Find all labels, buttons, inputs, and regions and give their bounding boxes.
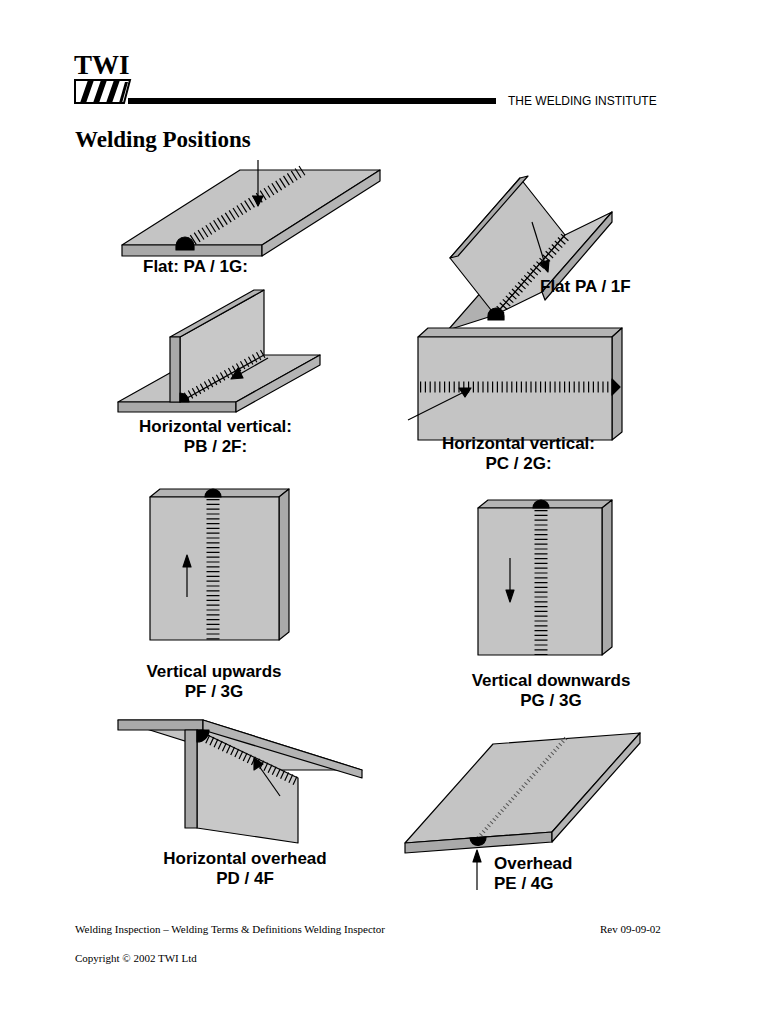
butt-plate-vertical-down-part	[506, 590, 514, 602]
butt-plate-flat-part	[122, 170, 380, 245]
t-joint-horizontal-vertical-part	[231, 368, 243, 379]
t-joint-horizontal-vertical-part	[118, 402, 236, 412]
butt-plate-vertical-up	[150, 489, 289, 640]
butt-plate-horizontal-part	[612, 379, 620, 395]
t-joint-horizontal-vertical-part	[170, 337, 180, 402]
page-title: Welding Positions	[75, 126, 251, 154]
copyright-notice: Copyright © 2002 TWI Ltd	[75, 952, 375, 965]
butt-plate-vertical-down-part	[509, 558, 510, 592]
t-joint-overhead-part	[203, 737, 298, 782]
t-joint-overhead-part	[185, 730, 197, 828]
butt-plate-flat-part	[253, 196, 263, 206]
twi-logo-part	[106, 80, 120, 103]
t-joint-overhead-part	[118, 720, 203, 730]
butt-plate-vertical-down-part	[602, 500, 612, 655]
t-joint-horizontal-vertical-part	[180, 393, 189, 402]
logo-text: TWI	[74, 50, 130, 80]
butt-plate-overhead-part	[552, 733, 640, 842]
t-joint-horizontal-vertical-part	[180, 290, 264, 402]
t-joint-overhead-part	[259, 766, 280, 796]
fillet-plates-flat	[448, 176, 612, 330]
fillet-plates-flat-part	[532, 222, 545, 264]
butt-plate-vertical-down	[478, 500, 612, 655]
butt-plate-overhead-part	[470, 837, 486, 846]
butt-plate-overhead-part	[405, 733, 640, 843]
position-label: Flat: PA / 1G:	[143, 257, 343, 277]
butt-plate-flat	[122, 160, 380, 256]
fillet-plates-flat-part	[500, 236, 566, 310]
fillet-plates-flat-part	[540, 260, 549, 272]
butt-plate-overhead-part	[405, 832, 552, 853]
t-joint-horizontal-vertical-part	[186, 352, 266, 397]
butt-plate-overhead-part	[473, 850, 481, 862]
position-label: Flat PA / 1F	[540, 277, 740, 297]
t-joint-horizontal-vertical	[118, 290, 320, 412]
position-label: Horizontal vertical: PB / 2F:	[133, 417, 298, 457]
t-joint-overhead-part	[254, 758, 263, 770]
twi-logo-part	[119, 82, 128, 103]
butt-plate-overhead-part	[478, 738, 566, 838]
header-rule	[128, 98, 496, 104]
t-joint-horizontal-vertical-part	[170, 290, 264, 337]
butt-plate-horizontal-part	[612, 328, 622, 440]
footer-text: Welding Inspection – Welding Terms & Def…	[75, 923, 495, 936]
revision-number: Rev 09-09-02	[600, 923, 720, 936]
butt-plate-overhead-part	[476, 860, 477, 890]
butt-plate-vertical-up-part	[183, 555, 191, 567]
butt-plate-flat-part	[185, 170, 303, 245]
position-label: Overhead PE / 4G	[494, 854, 586, 894]
butt-plate-horizontal-part	[420, 382, 610, 393]
butt-plate-vertical-up-part	[207, 499, 220, 640]
butt-plate-flat-part	[262, 170, 380, 256]
butt-plate-horizontal-part	[408, 393, 462, 420]
t-joint-overhead	[118, 720, 362, 843]
butt-plate-flat-part	[176, 237, 194, 250]
butt-plate-vertical-down-part	[533, 500, 549, 508]
twi-logo-part	[93, 80, 107, 103]
twi-logo-part	[75, 80, 130, 103]
position-label: Vertical upwards PF / 3G	[134, 662, 294, 702]
position-label: Horizontal overhead PD / 4F	[154, 849, 336, 889]
butt-plate-vertical-down-part	[478, 508, 602, 655]
fillet-plates-flat-part	[488, 308, 504, 320]
butt-plate-vertical-up-part	[279, 489, 289, 640]
butt-plate-horizontal-part	[418, 328, 622, 337]
t-joint-overhead-part	[197, 730, 209, 742]
butt-plate-horizontal	[408, 328, 622, 440]
t-joint-overhead-part	[197, 730, 298, 843]
position-label: Vertical downwards PG / 3G	[461, 671, 641, 711]
institute-name: THE WELDING INSTITUTE	[508, 94, 657, 108]
fillet-plates-flat-part	[450, 176, 528, 258]
butt-plate-vertical-down-part	[535, 510, 548, 655]
butt-plate-horizontal-part	[459, 388, 471, 397]
butt-plate-flat-part	[257, 160, 258, 198]
butt-plate-vertical-up-part	[186, 565, 187, 597]
butt-plate-vertical-down-part	[478, 500, 612, 508]
position-label: Horizontal vertical: PC / 2G:	[436, 434, 601, 474]
fillet-plates-flat-part	[495, 212, 612, 315]
butt-plate-vertical-up-part	[150, 489, 289, 497]
twi-logo	[75, 80, 130, 103]
twi-logo-part	[80, 80, 94, 103]
butt-plate-horizontal-part	[418, 337, 612, 440]
t-joint-horizontal-vertical-part	[240, 358, 268, 374]
butt-plate-vertical-up-part	[205, 489, 221, 497]
butt-plate-vertical-up-part	[150, 497, 279, 640]
